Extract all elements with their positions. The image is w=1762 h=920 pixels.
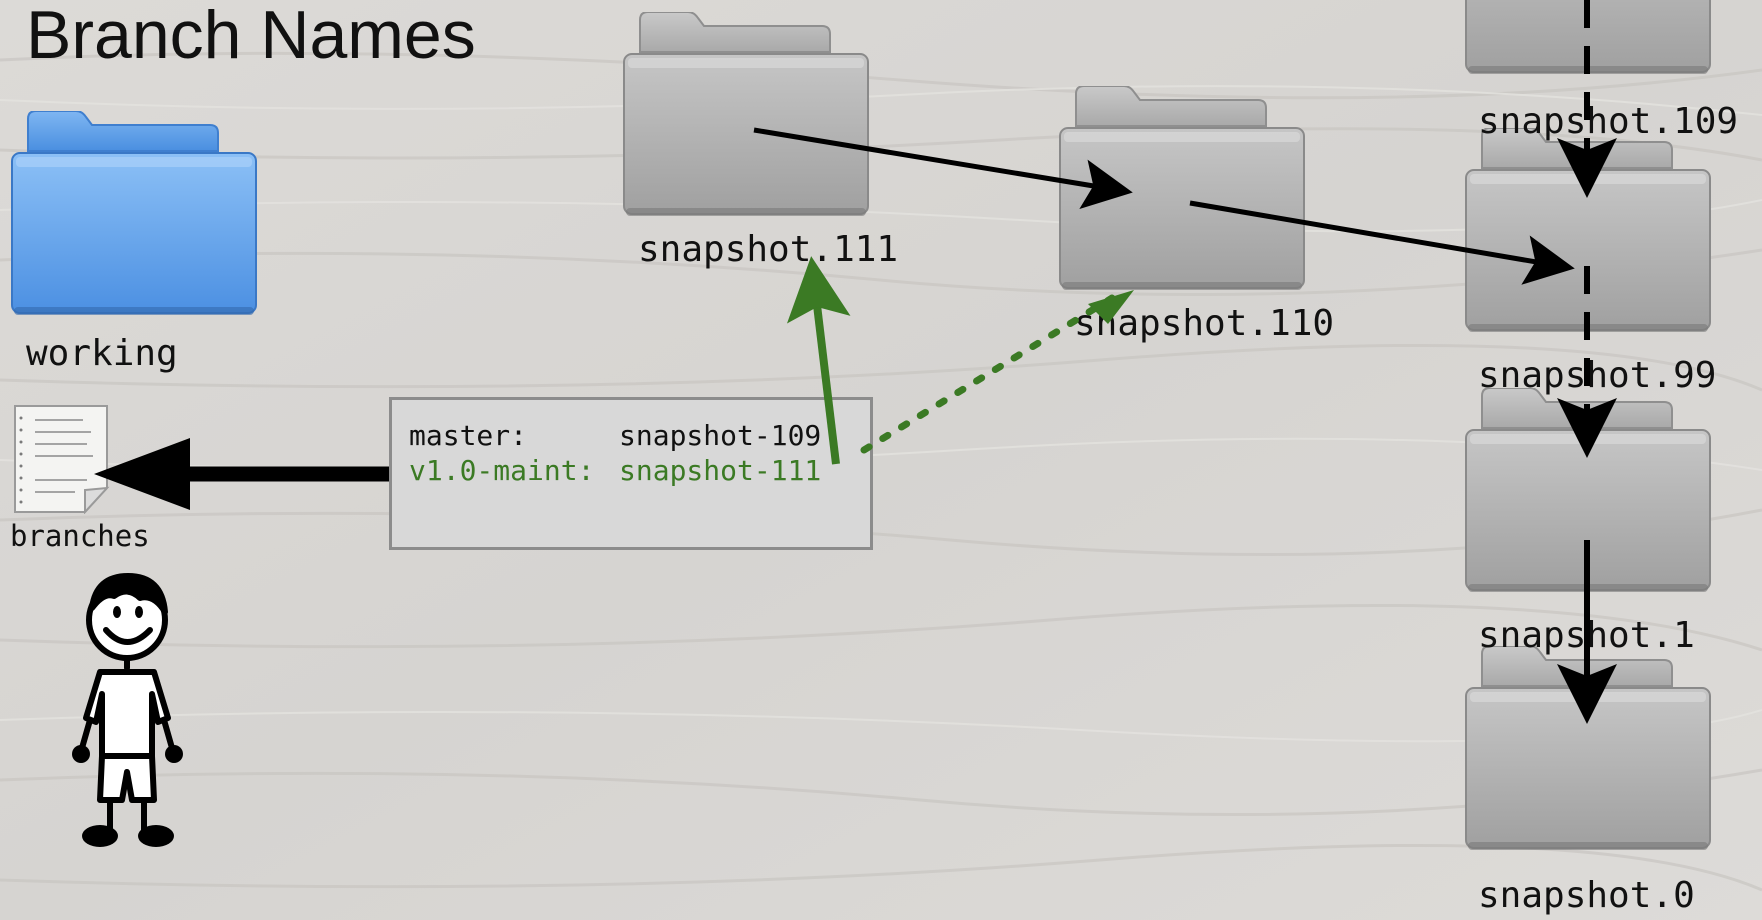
page-title: Branch Names xyxy=(26,0,476,73)
snapshot-folder-99[interactable] xyxy=(1460,128,1716,342)
branch-row-master: master: snapshot-109 xyxy=(409,422,821,450)
branch-name: v1.0-maint: xyxy=(409,454,595,487)
snapshot-folder-1[interactable] xyxy=(1460,388,1716,602)
text-document-icon xyxy=(13,404,111,514)
snapshot-label-111: snapshot.111 xyxy=(638,229,899,270)
snapshot-label-109: snapshot.109 xyxy=(1478,101,1739,142)
snapshot-folder-0[interactable] xyxy=(1460,646,1716,860)
folder-gray-icon xyxy=(1054,86,1310,300)
user-figure xyxy=(70,568,190,853)
folder-blue-icon xyxy=(6,111,262,325)
working-folder-label: working xyxy=(26,333,178,374)
branches-file[interactable] xyxy=(13,404,111,514)
snapshot-label-110: snapshot.110 xyxy=(1074,303,1335,344)
branches-file-label: branches xyxy=(10,519,150,553)
branch-target: snapshot-109 xyxy=(619,419,822,452)
folder-gray-icon xyxy=(1460,646,1716,860)
branch-table: master: snapshot-109 v1.0-maint: snapshot-… xyxy=(389,397,873,550)
snapshot-label-99: snapshot.99 xyxy=(1478,355,1717,396)
folder-gray-icon xyxy=(1460,388,1716,602)
snapshot-label-1: snapshot.1 xyxy=(1478,615,1695,656)
working-folder[interactable] xyxy=(6,111,262,325)
snapshot-folder-109[interactable] xyxy=(1460,0,1716,84)
stick-figure-person-icon xyxy=(70,568,190,853)
folder-gray-icon xyxy=(1460,128,1716,342)
branch-row-v1-maint: v1.0-maint: snapshot-111 xyxy=(409,457,821,485)
folder-gray-icon xyxy=(618,12,874,226)
branch-target: snapshot-111 xyxy=(619,454,822,487)
snapshot-folder-110[interactable] xyxy=(1054,86,1310,300)
folder-gray-icon xyxy=(1460,0,1716,84)
snapshot-folder-111[interactable] xyxy=(618,12,874,226)
branch-name: master: xyxy=(409,419,528,452)
snapshot-label-0: snapshot.0 xyxy=(1478,875,1695,916)
